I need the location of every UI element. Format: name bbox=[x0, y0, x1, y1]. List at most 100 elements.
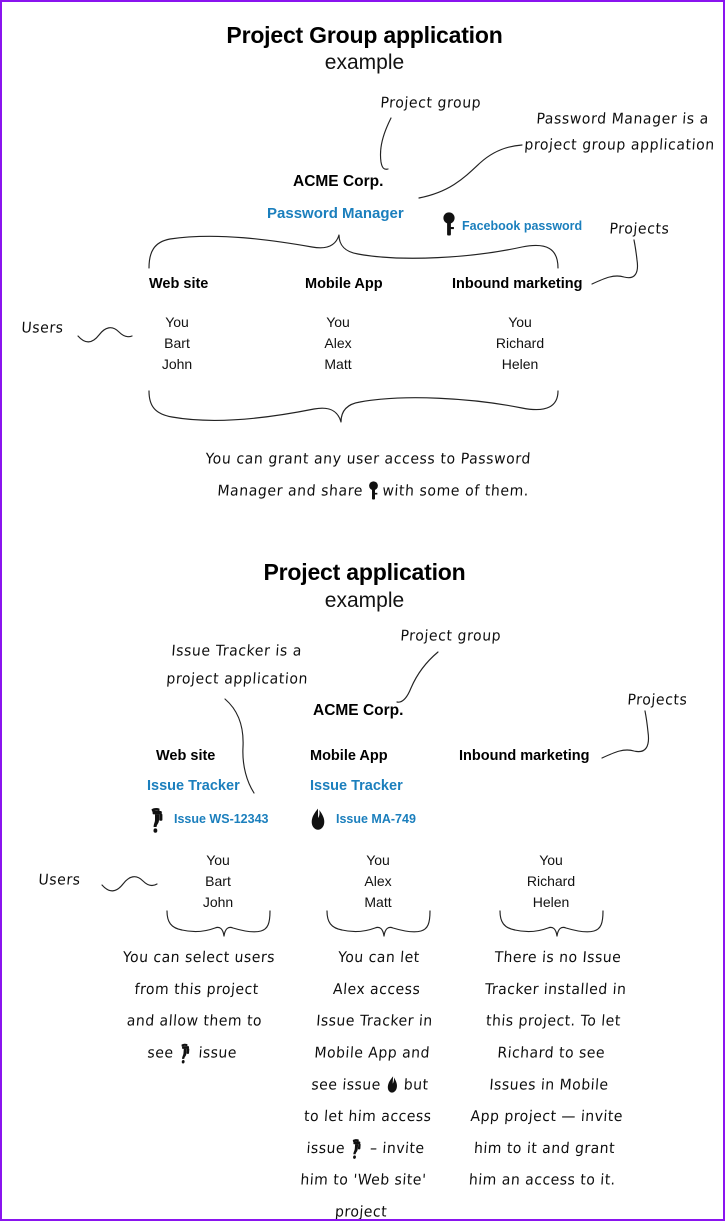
note-column-web-site: You can select users from this project a… bbox=[101, 942, 290, 1069]
annotation-app-note-1-line2: project group application bbox=[523, 137, 716, 154]
annotation-grant-access-line2-b: with some of them. bbox=[381, 482, 530, 500]
annotation-app-note-1-line1: Password Manager is a bbox=[535, 111, 710, 128]
user-name: John bbox=[161, 356, 193, 372]
faucet-icon bbox=[178, 1043, 194, 1064]
annotation-grant-access-line2-a: Manager and share bbox=[216, 482, 364, 500]
section1-title: Project Group application bbox=[226, 22, 503, 48]
brace-users-col1 bbox=[166, 910, 271, 937]
squiggle-users-1 bbox=[77, 327, 133, 343]
key-icon bbox=[368, 481, 379, 500]
pointer-project-group-1 bbox=[379, 117, 392, 170]
user-name: Bart bbox=[205, 873, 231, 889]
user-list-mobile-app-2: You Alex Matt bbox=[328, 850, 428, 913]
user-name: Matt bbox=[364, 894, 392, 910]
note-line: Mobile App and bbox=[313, 1044, 431, 1062]
user-name: You bbox=[165, 314, 189, 330]
user-name: Richard bbox=[495, 335, 545, 351]
section2-subtitle: example bbox=[324, 589, 405, 612]
note-line: him to 'Web site' bbox=[299, 1172, 427, 1189]
faucet-icon bbox=[349, 1138, 365, 1159]
key-icon bbox=[442, 212, 456, 236]
user-list-web-site-1: You Bart John bbox=[127, 312, 227, 375]
note-line: Tracker installed in bbox=[484, 981, 628, 999]
item-label-issue-ws-12343[interactable]: Issue WS-12343 bbox=[174, 812, 269, 826]
user-list-web-site-2: You Bart John bbox=[168, 850, 268, 913]
user-name: John bbox=[202, 894, 234, 910]
user-name: You bbox=[366, 852, 390, 868]
org-label-1: ACME Corp. bbox=[293, 173, 384, 190]
flame-icon bbox=[385, 1076, 399, 1095]
user-name: Alex bbox=[364, 873, 392, 889]
user-name: You bbox=[508, 314, 532, 330]
user-name: Richard bbox=[526, 873, 576, 889]
user-name: You bbox=[539, 852, 563, 868]
squiggle-users-2 bbox=[101, 876, 158, 892]
user-list-inbound-marketing-1: You Richard Helen bbox=[470, 312, 570, 375]
item-label-facebook-password[interactable]: Facebook password bbox=[462, 219, 583, 233]
note-line-part: but bbox=[403, 1076, 430, 1094]
section2-title: Project application bbox=[263, 559, 466, 585]
annotation-projects-2: Projects bbox=[626, 692, 688, 709]
brace-projects-1 bbox=[148, 234, 559, 269]
annotation-users-2: Users bbox=[37, 872, 82, 889]
user-list-mobile-app-1: You Alex Matt bbox=[288, 312, 388, 375]
project-app-mobile-app[interactable]: Issue Tracker bbox=[310, 778, 403, 794]
user-name: Alex bbox=[324, 335, 352, 351]
annotation-users-1: Users bbox=[20, 320, 65, 337]
note-line: and allow them to bbox=[126, 1013, 263, 1030]
project-name-web-site-1: Web site bbox=[149, 276, 209, 292]
note-line: There is no Issue bbox=[493, 949, 622, 967]
note-line: Issues in Mobile bbox=[488, 1076, 610, 1094]
note-line: him an access to it. bbox=[468, 1172, 617, 1189]
annotation-grant-access-line1: You can grant any user access to Passwor… bbox=[204, 451, 532, 468]
annotation-app-note-2-line1: Issue Tracker is a bbox=[170, 643, 303, 660]
item-label-issue-ma-749[interactable]: Issue MA-749 bbox=[336, 812, 416, 826]
brace-users-col2 bbox=[326, 910, 431, 937]
note-line: Alex access bbox=[332, 981, 421, 999]
user-name: Bart bbox=[164, 335, 190, 351]
note-column-inbound-marketing: There is no Issue Tracker installed in t… bbox=[446, 942, 654, 1196]
pointer-projects-2 bbox=[601, 710, 650, 759]
note-line-part: see bbox=[146, 1044, 175, 1062]
annotation-projects-1: Projects bbox=[608, 221, 670, 238]
user-name: Matt bbox=[324, 356, 352, 372]
user-name: You bbox=[326, 314, 350, 330]
org-label-2: ACME Corp. bbox=[313, 702, 404, 719]
note-line: from this project bbox=[134, 981, 260, 999]
project-name-mobile-app-2: Mobile App bbox=[310, 748, 388, 764]
annotation-project-group-1: Project group bbox=[379, 95, 482, 112]
note-line: Richard to see bbox=[496, 1044, 606, 1062]
note-line-part: see issue bbox=[310, 1076, 382, 1094]
annotation-grant-access-line2: Manager and share with some of them. bbox=[216, 481, 530, 500]
user-name: Helen bbox=[501, 356, 539, 372]
brace-users-1 bbox=[148, 390, 559, 423]
project-app-web-site[interactable]: Issue Tracker bbox=[147, 778, 240, 794]
note-line: project bbox=[334, 1203, 388, 1221]
brace-users-col3 bbox=[499, 910, 604, 937]
note-line-part: issue bbox=[305, 1140, 346, 1158]
annotation-project-group-2: Project group bbox=[399, 628, 502, 645]
user-list-inbound-marketing-2: You Richard Helen bbox=[501, 850, 601, 913]
note-line: Issue Tracker in bbox=[315, 1013, 434, 1030]
pointer-app-note-1 bbox=[418, 144, 523, 199]
note-line: You can select users bbox=[122, 949, 276, 967]
note-line-with-icon: see issue but bbox=[279, 1069, 461, 1101]
user-name: You bbox=[206, 852, 230, 868]
note-line: You can let bbox=[337, 949, 421, 967]
pointer-project-group-2 bbox=[396, 651, 439, 703]
section1-subtitle: example bbox=[324, 51, 405, 74]
project-name-inbound-marketing-1: Inbound marketing bbox=[452, 276, 583, 292]
project-name-mobile-app-1: Mobile App bbox=[305, 276, 383, 292]
project-group-app-1[interactable]: Password Manager bbox=[267, 205, 404, 222]
note-line: him to it and grant bbox=[473, 1140, 616, 1158]
note-line: this project. To let bbox=[485, 1013, 622, 1030]
note-line: to let him access bbox=[303, 1108, 433, 1126]
user-name: Helen bbox=[532, 894, 570, 910]
note-column-mobile-app: You can let Alex access Issue Tracker in… bbox=[270, 942, 470, 1221]
note-line-part: – invite bbox=[369, 1140, 426, 1158]
annotation-app-note-2-line2: project application bbox=[165, 671, 309, 688]
note-line-part: issue bbox=[197, 1044, 238, 1062]
note-line-with-icon: see issue bbox=[101, 1037, 283, 1069]
note-line-with-icon: issue – invite bbox=[274, 1133, 456, 1165]
